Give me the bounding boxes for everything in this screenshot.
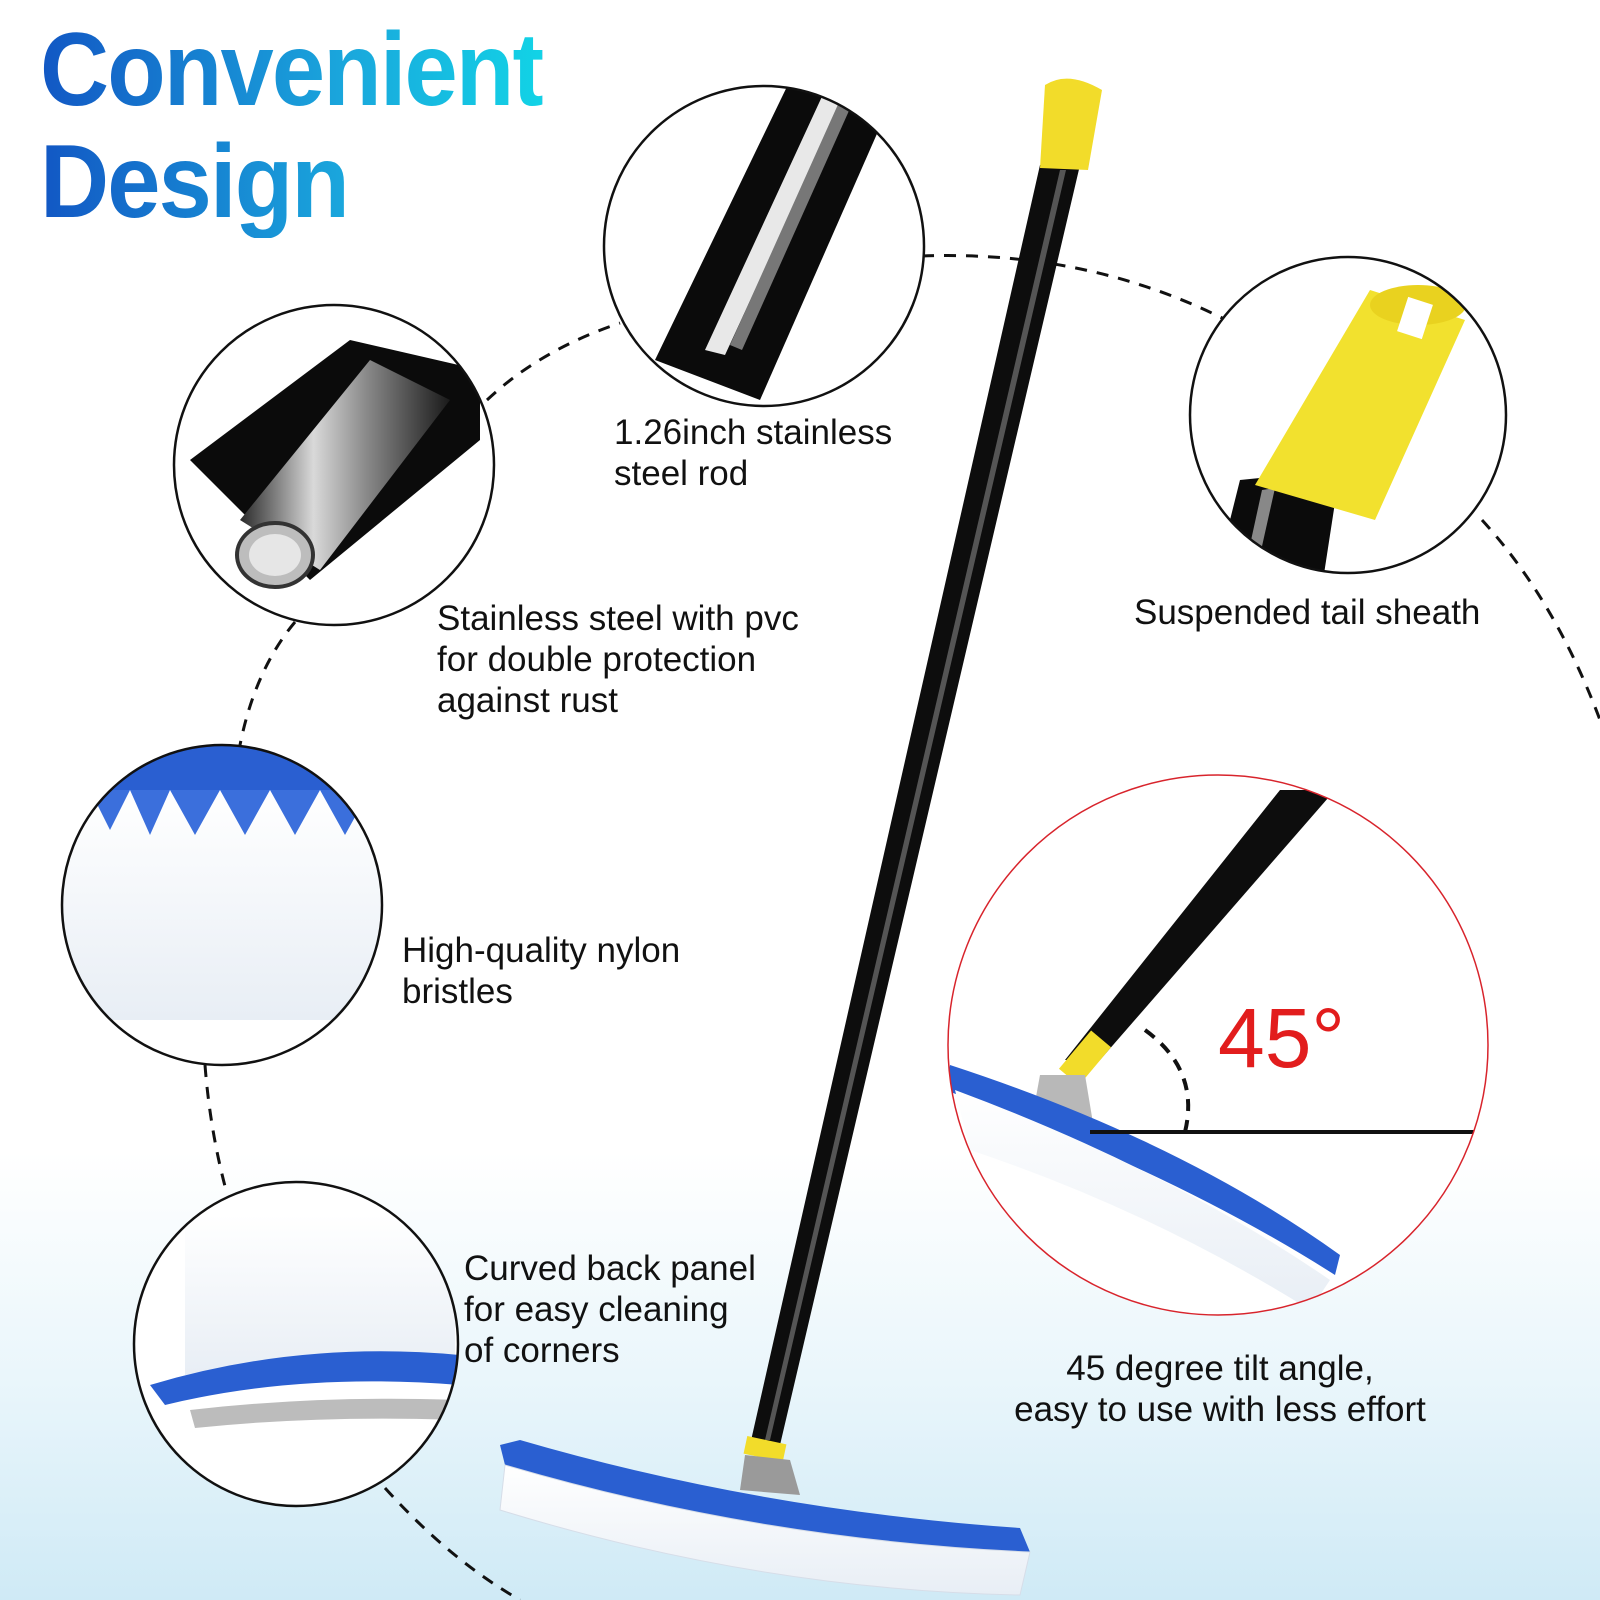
pvc-label-line-1: Stainless steel with pvc: [437, 599, 799, 638]
tilt-closeup: [947, 774, 1489, 1316]
title-line-1: Convenient: [40, 12, 543, 128]
rod-label-line-1: 1.26inch stainless: [614, 413, 893, 452]
title-line-2: Design: [40, 124, 348, 240]
rod-label: 1.26inch stainless steel rod: [614, 412, 892, 494]
curved-label-line-3: of corners: [464, 1331, 620, 1370]
curved-panel-closeup: [132, 1180, 460, 1508]
curved-label-line-2: for easy cleaning: [464, 1290, 729, 1329]
tilt-label: 45 degree tilt angle, easy to use with l…: [975, 1348, 1465, 1430]
tail-sheath-closeup: [1188, 255, 1508, 575]
pvc-label-line-2: for double protection: [437, 640, 757, 679]
tail-label-line-1: Suspended tail sheath: [1134, 593, 1481, 632]
pool-brush-pole: [740, 78, 1102, 1495]
nylon-label: High-quality nylon bristles: [402, 930, 680, 1012]
tilt-label-line-1: 45 degree tilt angle,: [1066, 1349, 1374, 1388]
pvc-label: Stainless steel with pvc for double prot…: [437, 598, 799, 721]
brush-head: [499, 1440, 1031, 1596]
nylon-closeup: [60, 743, 384, 1067]
tail-label: Suspended tail sheath: [1134, 592, 1480, 633]
tilt-label-line-2: easy to use with less effort: [1014, 1390, 1426, 1429]
pvc-closeup: [172, 303, 496, 627]
rod-label-line-2: steel rod: [614, 454, 749, 493]
page-title: Convenient Design: [40, 14, 543, 238]
nylon-label-line-1: High-quality nylon: [402, 931, 681, 970]
pvc-label-line-3: against rust: [437, 681, 618, 720]
dashed-connector: [203, 254, 1600, 1600]
rod-closeup: [602, 84, 926, 408]
angle-label: 45°: [1218, 991, 1346, 1085]
nylon-label-line-2: bristles: [402, 972, 513, 1011]
curved-label-line-1: Curved back panel: [464, 1249, 756, 1288]
curved-label: Curved back panel for easy cleaning of c…: [464, 1248, 756, 1371]
